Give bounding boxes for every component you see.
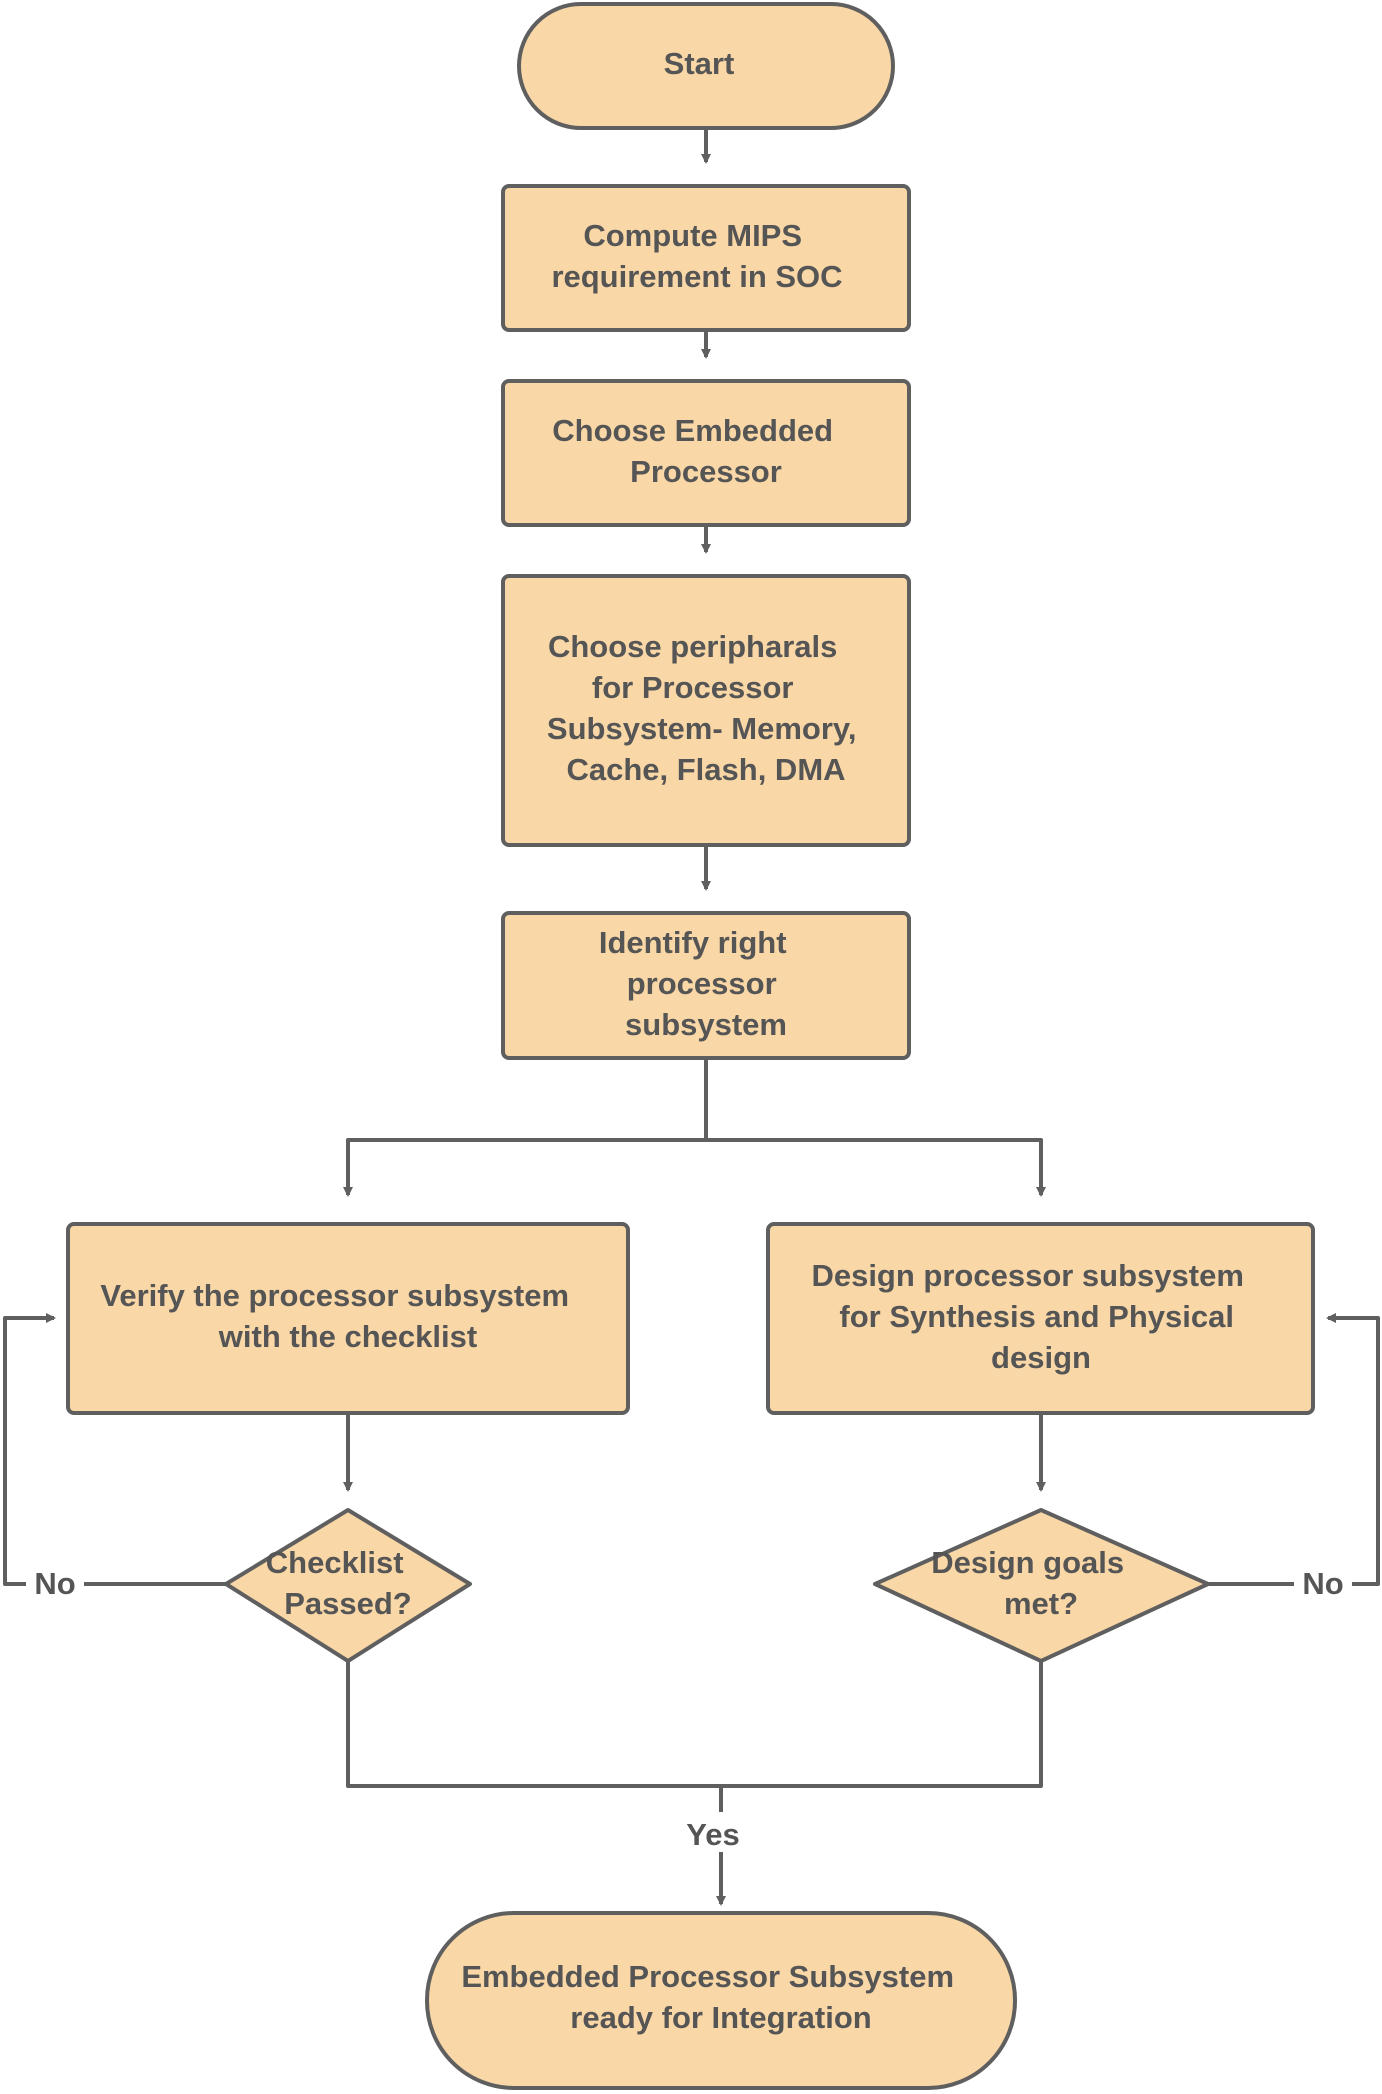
edges (3, 128, 1380, 1906)
edge-identify-to-design (706, 1138, 1046, 1197)
choose-processor-label: Choose Embedded Processor (552, 413, 841, 489)
design-synthesis-label: Design processor subsystem for Synthesis… (811, 1258, 1252, 1375)
end-label: Embedded Processor Subsystem ready for I… (461, 1959, 962, 2035)
choose-processor-node: Choose Embedded Processor (501, 379, 911, 527)
compute-mips-label: Compute MIPS requirement in SOC (551, 218, 842, 294)
choose-peripherals-node: Choose peripharals for Processor Subsyst… (501, 574, 911, 847)
compute-mips-node: Compute MIPS requirement in SOC (501, 184, 911, 332)
design-goals-label: Design goals met? (931, 1545, 1133, 1621)
edge-identify-to-verify (343, 1058, 708, 1197)
start-node: Start (517, 2, 895, 130)
choose-peripherals-label: Choose peripharals for Processor Subsyst… (547, 629, 865, 787)
edge-checklist-yes (346, 1661, 1043, 1788)
checklist-passed-label: Checklist Passed? (266, 1545, 412, 1621)
yes-label: Yes (686, 1817, 739, 1852)
verify-checklist-label: Verify the processor subsystem with the … (100, 1278, 577, 1354)
design-synthesis-node: Design processor subsystem for Synthesis… (766, 1222, 1315, 1415)
checklist-passed-decision: Checklist Passed? (224, 1508, 472, 1663)
start-label: Start (664, 46, 735, 81)
identify-subsystem-label: Identify right processor subsystem (599, 925, 795, 1042)
end-node: Embedded Processor Subsystem ready for I… (425, 1911, 1017, 2090)
design-goals-decision: Design goals met? (873, 1508, 1210, 1663)
identify-subsystem-node: Identify right processor subsystem (501, 911, 911, 1060)
no-label-right: No (1302, 1566, 1343, 1601)
no-label-left: No (34, 1566, 75, 1601)
nodes: Start Compute MIPS requirement in SOC Ch… (66, 2, 1315, 2090)
verify-checklist-node: Verify the processor subsystem with the … (66, 1222, 630, 1415)
edge-labels: No No Yes (26, 1564, 1352, 1852)
edge-goals-no-loop (1208, 1313, 1380, 1586)
edge-checklist-no-loop (3, 1313, 226, 1586)
